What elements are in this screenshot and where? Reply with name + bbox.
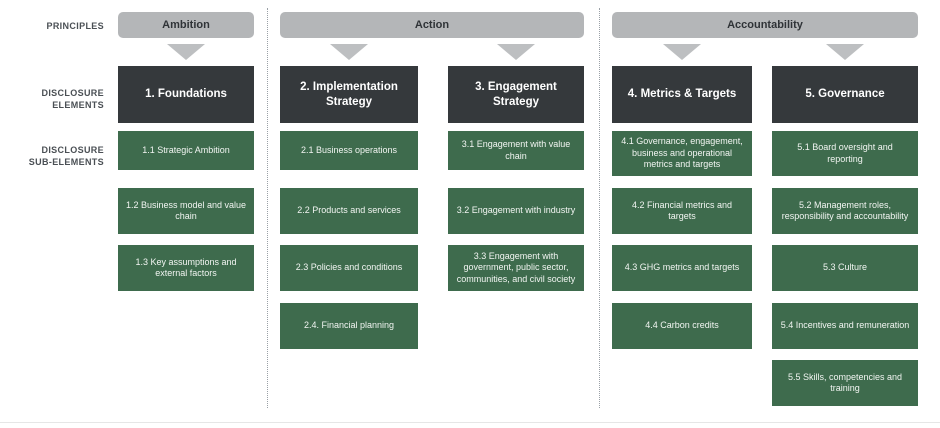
principle-bar-accountability: Accountability — [612, 12, 918, 38]
disclosure-sub-element-box-5-2: 5.2 Management roles, responsibility and… — [772, 188, 918, 234]
disclosure-sub-element-box-5-5: 5.5 Skills, competencies and training — [772, 360, 918, 406]
down-arrow-icon-column-3 — [497, 44, 535, 60]
down-arrow-icon-column-4 — [663, 44, 701, 60]
disclosure-element-box-1: 1. Foundations — [118, 66, 254, 123]
disclosure-sub-element-box-3-1: 3.1 Engagement with value chain — [448, 131, 584, 170]
disclosure-sub-element-box-5-1: 5.1 Board oversight and reporting — [772, 131, 918, 176]
disclosure-sub-element-box-2-2: 2.2 Products and services — [280, 188, 418, 234]
disclosure-sub-element-box-4-3: 4.3 GHG metrics and targets — [612, 245, 752, 291]
down-arrow-icon-column-5 — [826, 44, 864, 60]
disclosure-sub-element-box-5-4: 5.4 Incentives and remuneration — [772, 303, 918, 349]
principle-bar-action: Action — [280, 12, 584, 38]
disclosure-sub-element-box-1-3: 1.3 Key assumptions and external factors — [118, 245, 254, 291]
disclosure-sub-element-box-4-1: 4.1 Governance, engagement, business and… — [612, 131, 752, 176]
principle-bar-ambition: Ambition — [118, 12, 254, 38]
disclosure-sub-element-box-4-4: 4.4 Carbon credits — [612, 303, 752, 349]
bottom-divider — [0, 422, 940, 423]
down-arrow-icon-column-2 — [330, 44, 368, 60]
disclosure-element-box-4: 4. Metrics & Targets — [612, 66, 752, 123]
disclosure-sub-element-box-3-3: 3.3 Engagement with government, public s… — [448, 245, 584, 291]
disclosure-sub-element-box-2-4: 2.4. Financial planning — [280, 303, 418, 349]
disclosure-sub-element-box-2-3: 2.3 Policies and conditions — [280, 245, 418, 291]
disclosure-element-box-5: 5. Governance — [772, 66, 918, 123]
disclosure-sub-element-box-4-2: 4.2 Financial metrics and targets — [612, 188, 752, 234]
disclosure-element-box-3: 3. Engagement Strategy — [448, 66, 584, 123]
down-arrow-icon-column-1 — [167, 44, 205, 60]
disclosure-sub-element-box-1-2: 1.2 Business model and value chain — [118, 188, 254, 234]
row-label-disclosure-elements: DISCLOSURE ELEMENTS — [41, 88, 104, 110]
column-separator-2 — [599, 8, 600, 408]
row-label-principles: PRINCIPLES — [46, 21, 104, 31]
row-label-disclosure-sub-elements: DISCLOSURE SUB-ELEMENTS — [28, 145, 104, 167]
disclosure-sub-element-box-5-3: 5.3 Culture — [772, 245, 918, 291]
disclosure-element-box-2: 2. Implementation Strategy — [280, 66, 418, 123]
column-separator-1 — [267, 8, 268, 408]
disclosure-sub-element-box-2-1: 2.1 Business operations — [280, 131, 418, 170]
disclosure-sub-element-box-3-2: 3.2 Engagement with industry — [448, 188, 584, 234]
disclosure-sub-element-box-1-1: 1.1 Strategic Ambition — [118, 131, 254, 170]
